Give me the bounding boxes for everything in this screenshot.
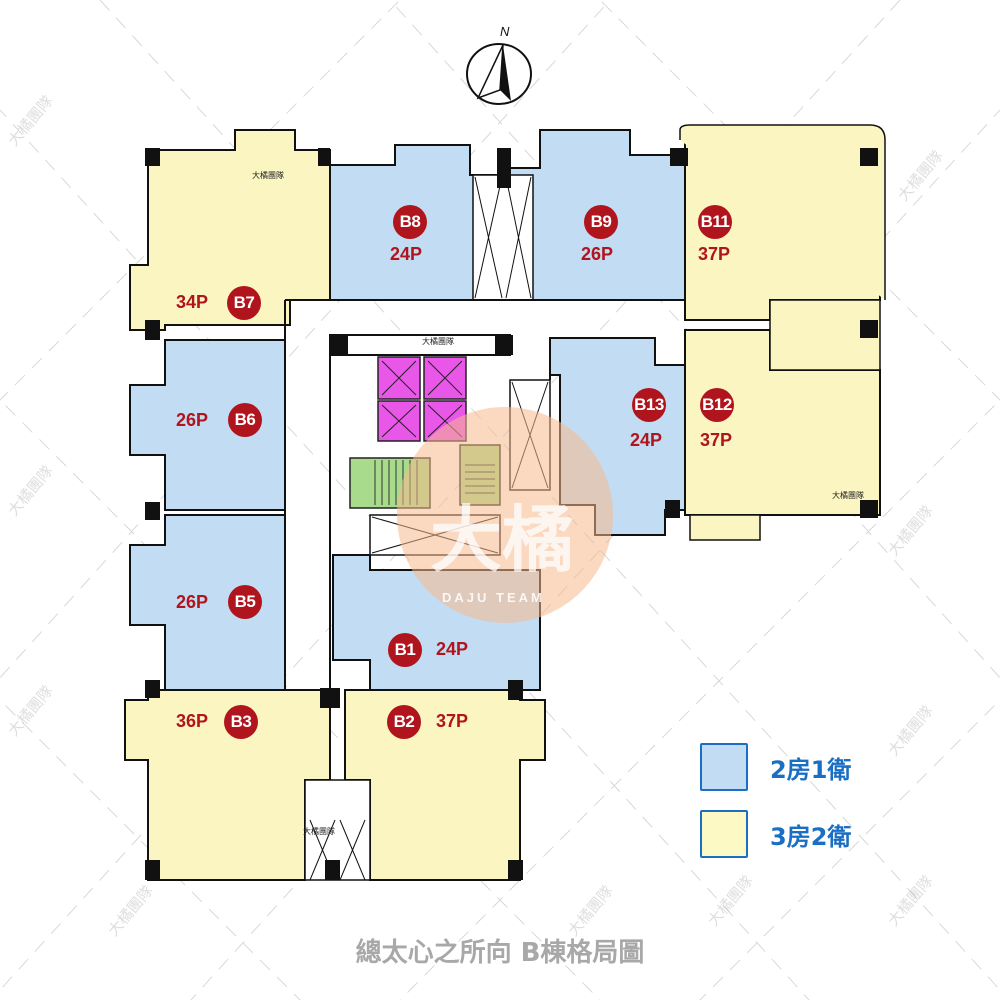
logo-watermark-text: DAJU TEAM: [442, 590, 545, 605]
unit-b11-badge[interactable]: B11: [698, 205, 732, 239]
unit-b8-badge[interactable]: B8: [393, 205, 427, 239]
plan-stamp-text: 大橘團隊: [422, 337, 454, 346]
legend-label: 3房2衛: [770, 822, 852, 851]
unit-b6-badge[interactable]: B6: [228, 403, 262, 437]
unit-b2-badge[interactable]: B2: [387, 705, 421, 739]
unit-b13-size: 24P: [630, 430, 663, 450]
logo-watermark-circle: [397, 407, 613, 623]
unit-b2-size: 37P: [436, 711, 469, 731]
unit-b1-size: 24P: [436, 639, 469, 659]
unit-b9-badge[interactable]: B9: [584, 205, 618, 239]
unit-b11-size: 37P: [698, 244, 731, 264]
compass-north-label: N: [500, 24, 510, 39]
unit-b12-size: 37P: [700, 430, 733, 450]
unit-b7-size: 34P: [176, 292, 209, 312]
page-title: 總太心之所向 B棟格局圖: [355, 938, 645, 968]
plan-stamp-text: 大橘團隊: [832, 491, 864, 500]
unit-b13-badge[interactable]: B13: [632, 388, 666, 422]
unit-b7-badge[interactable]: B7: [227, 286, 261, 320]
svg-text:大橘: 大橘: [430, 498, 574, 582]
plan-stamp-text: 大橘團隊: [303, 827, 335, 836]
unit-b8-size: 24P: [390, 244, 423, 264]
b12-bottom-balcony: [689, 514, 761, 541]
legend-swatch-yellow: [700, 810, 748, 858]
unit-b9-size: 26P: [581, 244, 614, 264]
north-arrow-icon: [466, 43, 532, 105]
legend-item-three-bed: 3房2衛: [700, 810, 851, 858]
unit-b1-badge[interactable]: B1: [388, 633, 422, 667]
legend-item-two-bed: 2房1衛: [700, 743, 851, 791]
columns: [145, 148, 878, 880]
shaft-top: [472, 174, 534, 301]
legend-swatch-blue: [700, 743, 748, 791]
b11-b12-connector: [769, 299, 881, 371]
plan-stamp-text: 大橘團隊: [252, 171, 284, 180]
unit-b3-badge[interactable]: B3: [224, 705, 258, 739]
unit-b5-size: 26P: [176, 592, 209, 612]
unit-b6-size: 26P: [176, 410, 209, 430]
unit-b3-size: 36P: [176, 711, 209, 731]
unit-b5-badge[interactable]: B5: [228, 585, 262, 619]
legend-label: 2房1衛: [770, 755, 852, 784]
balcony-top-right: [679, 124, 886, 300]
unit-b12-badge[interactable]: B12: [700, 388, 734, 422]
corridor-walls: [284, 299, 685, 690]
lobby-strip: [329, 334, 511, 356]
